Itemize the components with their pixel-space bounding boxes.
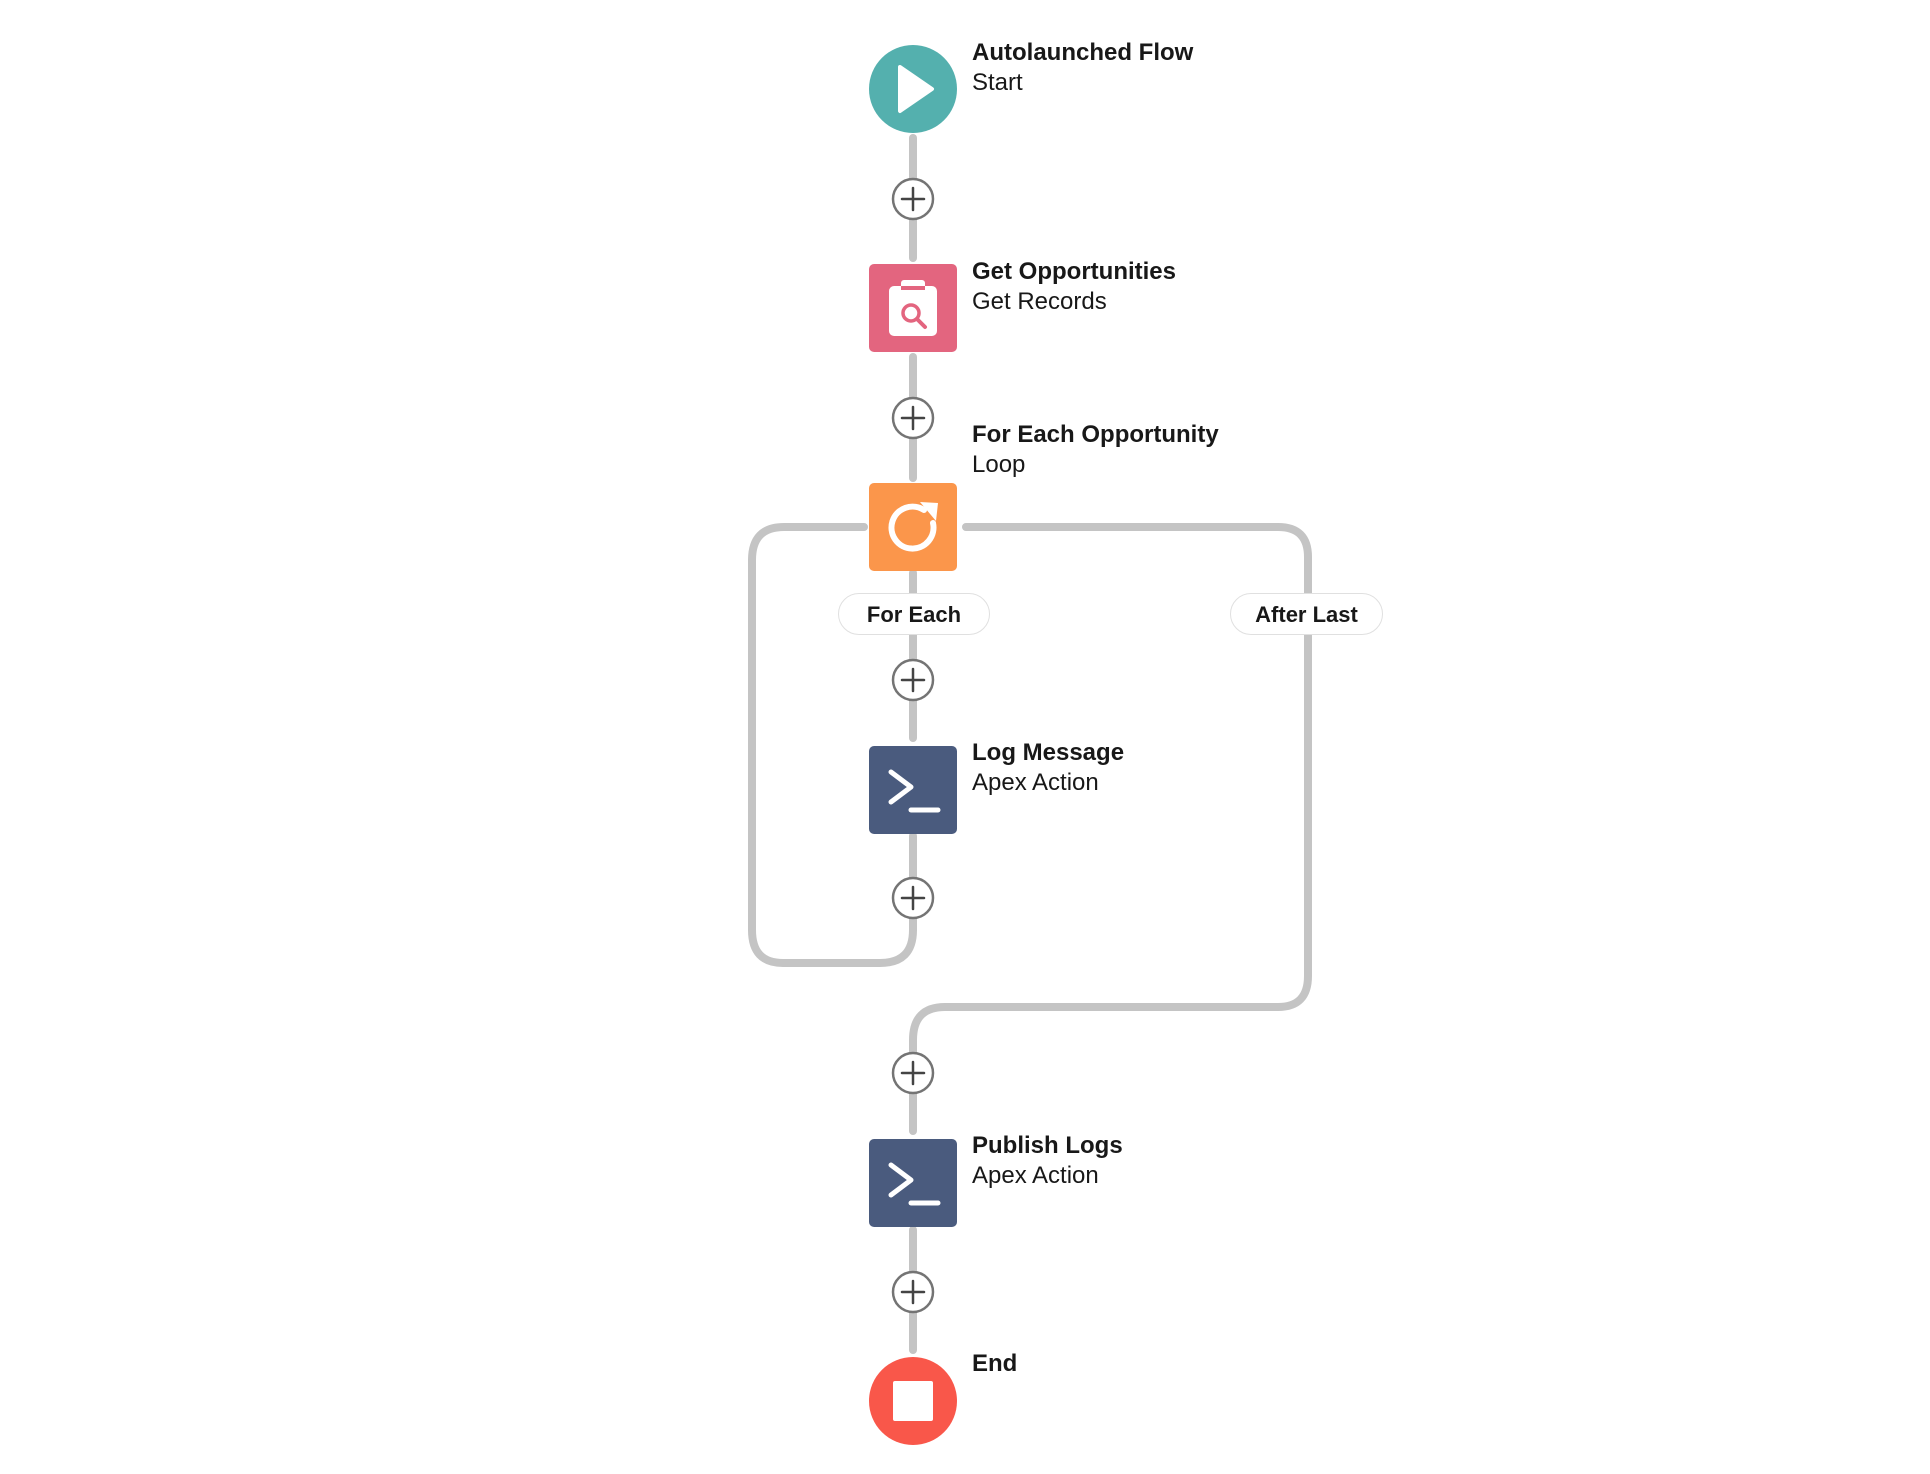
play-icon [898,65,934,113]
loop-label: For Each Opportunity Loop [972,420,1219,480]
plus-icon [900,186,926,212]
log-message-label: Log Message Apex Action [972,738,1124,798]
branch-label-for-each[interactable]: For Each [838,593,990,635]
node-type: Apex Action [972,1162,1099,1189]
node-title: End [972,1350,1018,1377]
node-type: Start [972,69,1023,96]
start-label: Autolaunched Flow Start [972,38,1193,98]
get-records-label: Get Opportunities Get Records [972,257,1176,317]
end-node[interactable] [869,1357,957,1445]
plus-icon [900,1279,926,1305]
plus-icon [900,667,926,693]
node-title: Log Message [972,739,1125,766]
connector-loop-back [748,523,917,967]
get-records-node[interactable] [869,264,957,352]
add-element-button[interactable] [891,396,935,440]
node-type: Apex Action [972,769,1099,796]
loop-icon [888,502,938,552]
log-message-node[interactable] [869,746,957,834]
start-node[interactable] [869,45,957,133]
stop-icon [893,1381,933,1421]
branch-label-after-last[interactable]: After Last [1230,593,1383,635]
node-type: Loop [972,451,1026,478]
apex-icon [888,769,941,813]
apex-icon [888,1162,941,1206]
add-element-button[interactable] [891,1051,935,1095]
node-type: Get Records [972,288,1107,315]
node-title: Autolaunched Flow [972,39,1194,66]
plus-icon [900,885,926,911]
add-element-buttons [891,177,935,1314]
connector-after-last [909,523,1312,1135]
publish-logs-label: Publish Logs Apex Action [972,1131,1123,1191]
node-title: Publish Logs [972,1132,1123,1159]
add-element-button[interactable] [891,1270,935,1314]
add-element-button[interactable] [891,876,935,920]
plus-icon [900,405,926,431]
add-element-button[interactable] [891,177,935,221]
loop-node[interactable] [869,483,957,571]
end-label: End [972,1349,1017,1379]
node-title: Get Opportunities [972,258,1176,285]
node-title: For Each Opportunity [972,421,1219,448]
add-element-button[interactable] [891,658,935,702]
record-lookup-icon [889,280,937,336]
plus-icon [900,1060,926,1086]
publish-logs-node[interactable] [869,1139,957,1227]
